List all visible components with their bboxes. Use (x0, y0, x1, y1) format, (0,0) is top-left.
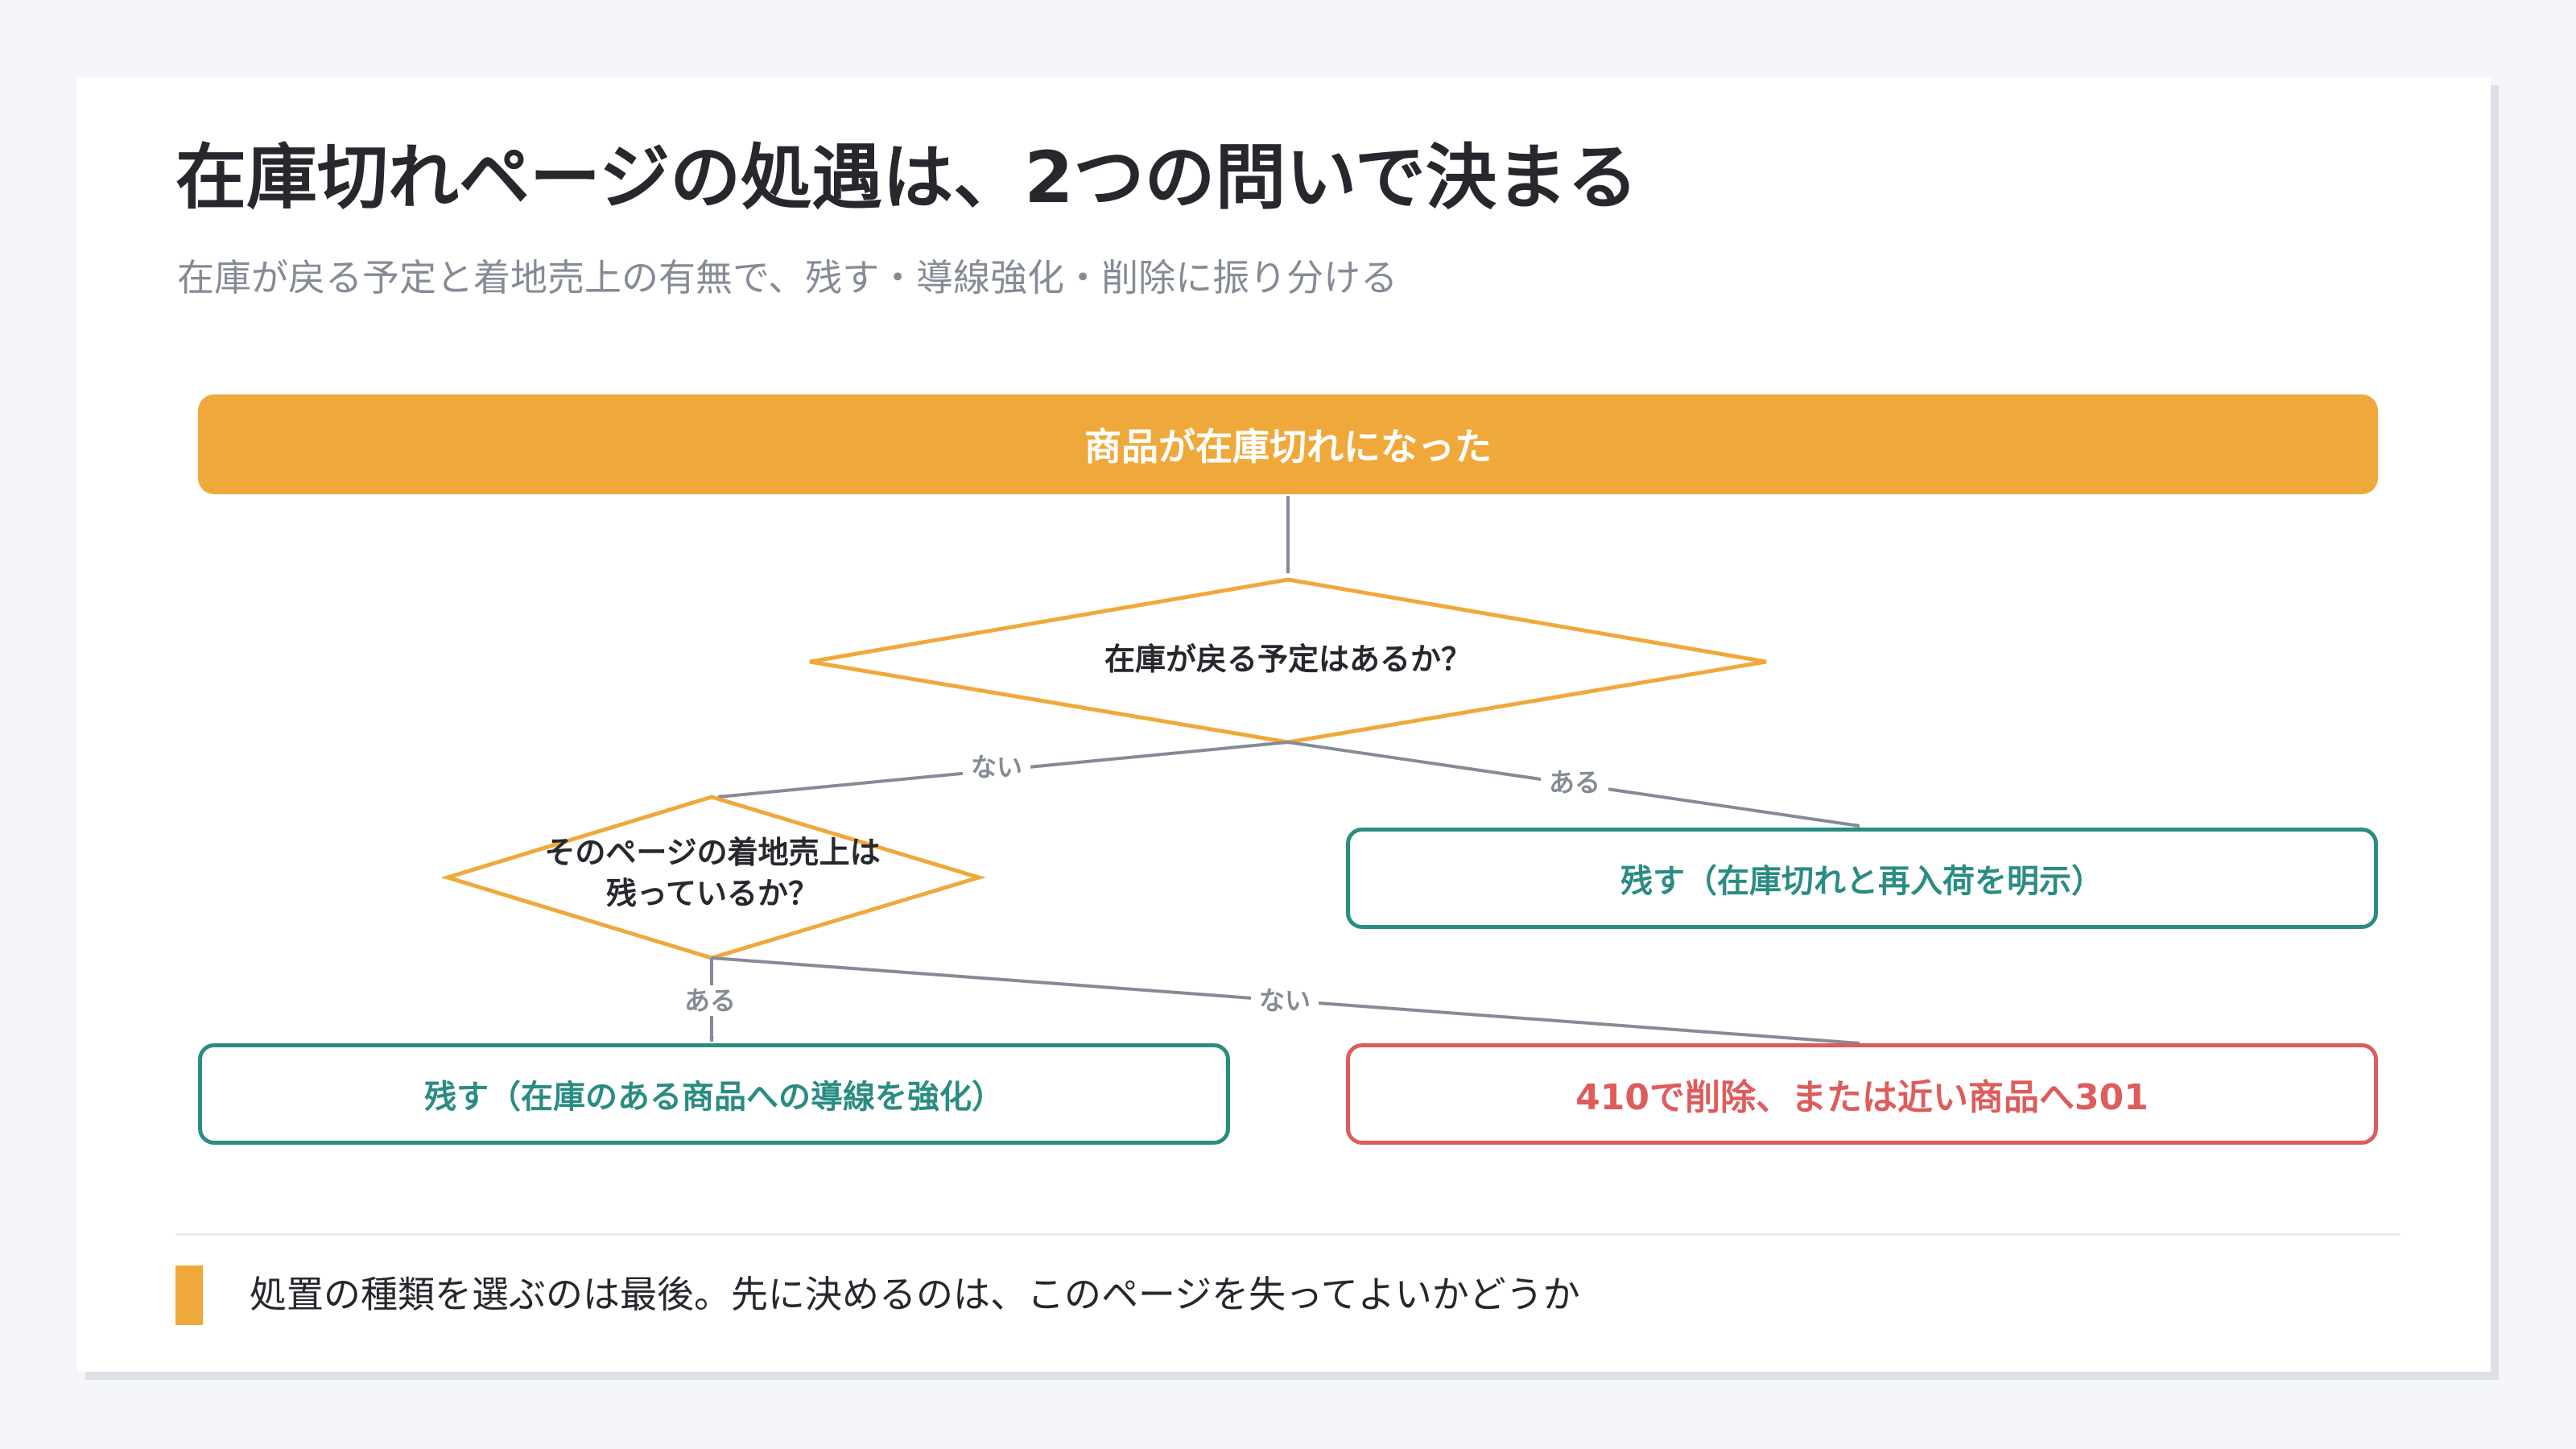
page-title: 在庫切れページの処遇は、2つの問いで決まる (175, 136, 1638, 219)
edge-label-q2-no: ない (1251, 985, 1319, 1017)
decision-landing-sales-text: そのページの着地売上は 残っているか？ (467, 832, 958, 915)
decision-stock-return-text: 在庫が戻る予定はあるか？ (1104, 642, 1472, 677)
outcome-keep-notice: 残す（在庫切れと再入荷を明示） (1346, 828, 2378, 929)
page-subtitle: 在庫が戻る予定と着地売上の有無で、残す・導線強化・削除に振り分ける (177, 256, 1398, 299)
edge-label-q1-yes: ある (1541, 767, 1609, 799)
decision-landing-sales-line2: 残っているか？ (605, 876, 819, 912)
divider (175, 1233, 2401, 1236)
outcome-keep-strengthen: 残す（在庫のある商品への導線を強化） (198, 1043, 1230, 1145)
callout-accent-bar (175, 1265, 203, 1325)
edge-label-q2-yes: ある (676, 985, 745, 1017)
start-node: 商品が在庫切れになった (198, 394, 2378, 494)
edge-label-q1-no: ない (963, 752, 1031, 783)
outcome-delete-or-redirect: 410で削除、または近い商品へ301 (1346, 1043, 2378, 1145)
callout-note: 処置の種類を選ぶのは最後。先に決めるのは、このページを失ってよいかどうか (250, 1273, 1580, 1316)
decision-landing-sales-line1: そのページの着地売上は (544, 835, 881, 870)
